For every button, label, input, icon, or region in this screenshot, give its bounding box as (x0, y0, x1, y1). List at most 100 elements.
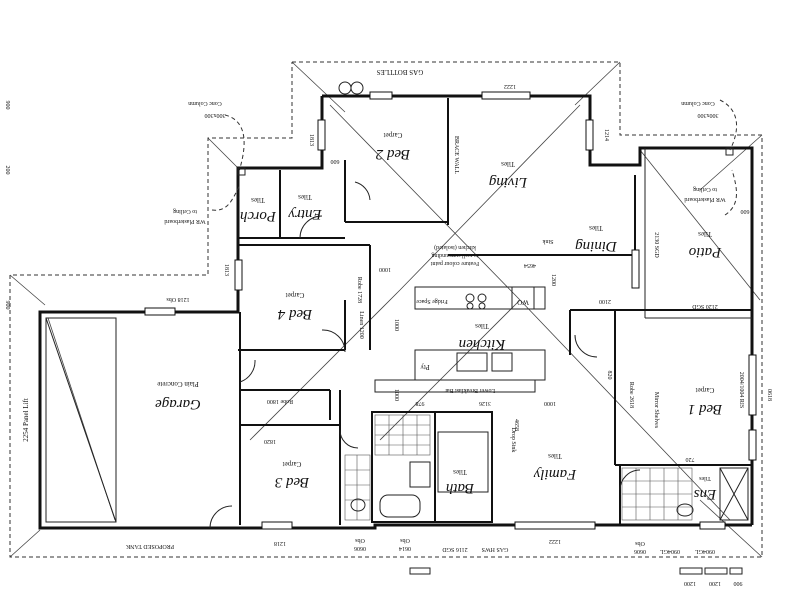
note-gas-bottles: GAS BOTTLES (377, 68, 424, 76)
note-fridge: Fridge Space (416, 298, 448, 304)
note-conc-column-right: Conc Column (681, 100, 715, 106)
windows (144, 91, 757, 530)
note-drop-sink: Drop Sink (510, 428, 516, 453)
dim-4658: 4658 (513, 419, 519, 431)
room-living-finish: Tiles (501, 160, 515, 168)
room-bath-name: Bath (446, 480, 474, 496)
dim-0904-a: 0904GL (660, 548, 680, 554)
dim-1218-obs: 1218 Obs (166, 296, 190, 302)
leader-lines (211, 99, 738, 216)
dim-3126: 3126 (479, 400, 491, 406)
note-panel-lift: 2254 Panel Lift (22, 398, 30, 442)
room-dining-name: Dining (575, 238, 618, 254)
dim-1214: 1214 (603, 129, 609, 141)
note-robe-bed1: Robe 2618 (628, 382, 634, 408)
room-bed3-finish: Carpet (283, 460, 302, 468)
dim-2004-ris: 2004/1004 RIS (738, 372, 744, 409)
room-garage-finish: Plain Concrete (157, 380, 198, 388)
dim-2120-sgd: 2120 SGD (692, 303, 718, 309)
note-conc-column-left-size: 300x300 (205, 112, 226, 118)
dim-600-entry: 600 (331, 158, 340, 164)
dim-0606-a: 0606 (354, 545, 366, 551)
room-patio-finish: Tiles (698, 230, 712, 238)
note-wir-shelves: Mirror Shelves (653, 392, 659, 429)
note-proposed-tank: PROPOSED TANK (125, 543, 174, 549)
room-porch-name: Porch (240, 208, 277, 224)
room-bed1-finish: Carpet (696, 386, 715, 394)
interior-walls (238, 98, 752, 525)
room-ens-name: Ens (694, 486, 718, 502)
dim-1000-a: 1000 (379, 266, 391, 272)
dim-820: 820 (606, 371, 612, 380)
dim-0618: 0618 (766, 389, 772, 401)
dim-720: 720 (686, 456, 695, 462)
door-swings (209, 181, 641, 529)
note-pty: Pty (420, 363, 430, 371)
dim-600-patio: 600 (741, 208, 750, 214)
conc-column-marker-left (237, 167, 246, 176)
dim-0614: 0614 (399, 545, 411, 551)
note-sink: Sink (542, 238, 553, 244)
wet-area-tiles (344, 414, 749, 521)
room-kitchen-name: Kitchen (459, 336, 507, 352)
dim-2116-sgd: 2116 SGD (442, 546, 468, 552)
gas-bottles-symbol (338, 81, 364, 95)
scale-left: 900 (4, 101, 10, 110)
note-gas-hws: GAS HWS (482, 546, 509, 552)
note-kitchen-1: Feature colour paint (431, 260, 480, 266)
dim-2100: 2100 (599, 298, 611, 304)
room-family-name: Family (533, 466, 577, 482)
note-to-ceiling-left: to Ceiling (173, 208, 197, 214)
dim-1813-bed4: 1813 (223, 264, 229, 276)
scale-low: 900 (4, 301, 10, 310)
dim-978: 978 (416, 400, 425, 406)
dim-1222-top: 1222 (504, 83, 516, 89)
note-robe-bed3: Robe 1800 (267, 398, 293, 404)
room-entry-name: Entry (288, 206, 323, 222)
dim-0904-b: 0904GL (695, 548, 715, 554)
room-bed1-name: Bed 1 (688, 401, 723, 417)
dim-1218-bot: 1218 (274, 540, 286, 546)
dim-1820: 1820 (264, 438, 276, 444)
dim-1813-left: 1813 (308, 134, 314, 146)
dim-0606-b: 0606 (634, 548, 646, 554)
note-wo: WO (517, 298, 529, 306)
room-entry-finish: Tiles (298, 193, 312, 201)
room-porch-finish: Tiles (251, 196, 265, 204)
room-bed3-name: Bed 3 (275, 474, 310, 490)
kitchen-benches (374, 286, 546, 393)
dim-2130-sgd: 2130 SGD (653, 232, 659, 258)
dim-4654: 4654 (524, 262, 536, 268)
note-lower-bar: Lower Breakfast Bar (445, 387, 495, 394)
room-patio-name: Patio (688, 244, 722, 260)
scale-bot-a: 1200 (684, 580, 696, 586)
note-to-ceiling-right: to Ceiling (693, 186, 717, 192)
room-family-finish: Tiles (548, 452, 562, 460)
note-wr-plasterboard-right: WR Plasterboard (684, 196, 725, 202)
note-conc-column-left: Conc Column (188, 100, 222, 106)
note-brace-wall: BRACE WALL (453, 136, 459, 174)
dim-1000-b: 1000 (393, 319, 399, 331)
note-robe-left: Robe 1728 (356, 277, 362, 303)
room-bed2-finish: Carpet (384, 131, 403, 139)
dim-1000-d: 1000 (544, 400, 556, 406)
scale-bot-c: 900 (734, 580, 743, 586)
scale-bot-b: 1200 (709, 580, 721, 586)
dim-1222-bot: 1222 (549, 538, 561, 544)
roof-hip-lines (9, 61, 763, 558)
room-garage-name: Garage (155, 396, 201, 412)
room-living-name: Living (488, 174, 528, 190)
room-bed4-finish: Carpet (286, 291, 305, 299)
note-conc-column-right-size: 300x300 (698, 112, 719, 118)
room-kitchen-finish: Tiles (475, 322, 489, 330)
room-ens-finish: Tiles (698, 475, 710, 481)
conc-column-marker-right (725, 147, 734, 156)
room-bed4-name: Bed 4 (277, 306, 312, 322)
dim-obs-c: Obs (635, 540, 645, 546)
dim-obs-a: Obs (355, 537, 365, 543)
scale-mid: 200 (4, 166, 10, 175)
note-linen: Linen 1200 (358, 311, 364, 339)
note-kitchen-3: kitchen (isolated) (434, 244, 476, 251)
dim-obs-b: Obs (400, 537, 410, 543)
